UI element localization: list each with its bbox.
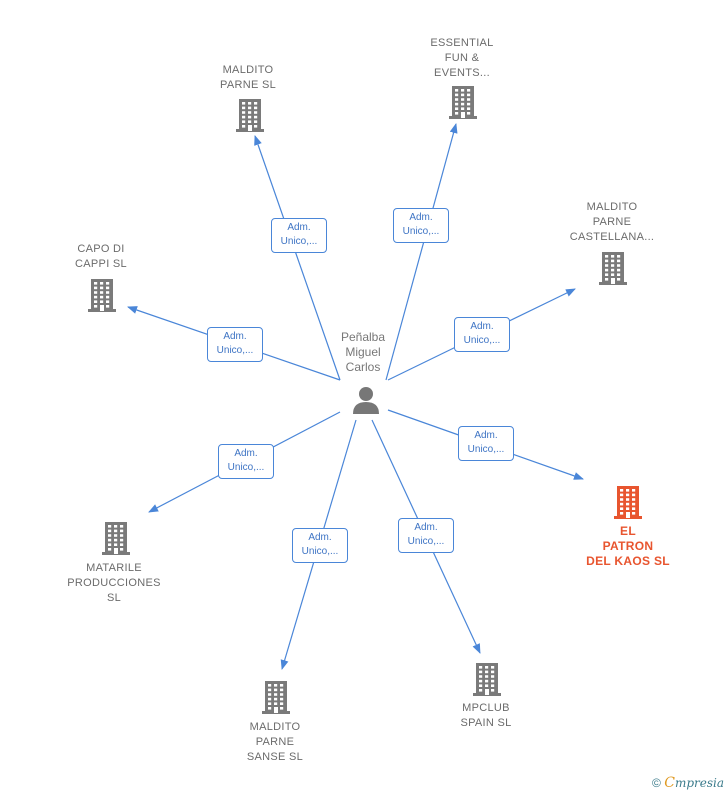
company-label-maldito-parne[interactable]: MALDITO PARNE SL xyxy=(220,64,276,91)
relation-label-essential-fun[interactable]: Adm. Unico,... xyxy=(393,208,449,243)
building-icon[interactable] xyxy=(597,250,629,286)
company-label-capo-di-cappi[interactable]: CAPO DI CAPPI SL xyxy=(75,243,127,270)
relation-label-maldito-castellana[interactable]: Adm. Unico,... xyxy=(454,317,510,352)
building-icon[interactable] xyxy=(234,97,266,133)
company-label-mpclub[interactable]: MPCLUB SPAIN SL xyxy=(460,702,512,729)
company-label-maldito-castellana[interactable]: MALDITO PARNE CASTELLANA... xyxy=(569,201,655,243)
company-label-maldito-sanse[interactable]: MALDITO PARNE SANSE SL xyxy=(246,721,304,763)
company-label-essential-fun[interactable]: ESSENTIAL FUN & EVENTS... xyxy=(430,37,494,79)
relation-label-capo-di-cappi[interactable]: Adm. Unico,... xyxy=(207,327,263,362)
relation-label-el-patron[interactable]: Adm. Unico,... xyxy=(458,426,514,461)
building-icon[interactable] xyxy=(471,661,503,697)
building-icon[interactable] xyxy=(612,484,644,520)
building-icon[interactable] xyxy=(260,679,292,715)
center-person-name[interactable]: Peñalba Miguel Carlos xyxy=(340,330,386,374)
building-icon[interactable] xyxy=(100,520,132,556)
company-label-el-patron[interactable]: EL PATRON DEL KAOS SL xyxy=(586,524,670,568)
company-label-matarile[interactable]: MATARILE PRODUCCIONES SL xyxy=(67,562,161,604)
empresia-logo: © Cmpresia xyxy=(652,775,724,791)
person-icon[interactable] xyxy=(351,385,381,415)
building-icon[interactable] xyxy=(447,84,479,120)
building-icon[interactable] xyxy=(86,277,118,313)
edge-maldito-parne xyxy=(254,135,341,381)
relation-label-mpclub[interactable]: Adm. Unico,... xyxy=(398,518,454,553)
edge-essential-fun xyxy=(385,123,458,381)
relation-label-matarile[interactable]: Adm. Unico,... xyxy=(218,444,274,479)
relation-label-maldito-parne[interactable]: Adm. Unico,... xyxy=(271,218,327,253)
relation-label-maldito-sanse[interactable]: Adm. Unico,... xyxy=(292,528,348,563)
